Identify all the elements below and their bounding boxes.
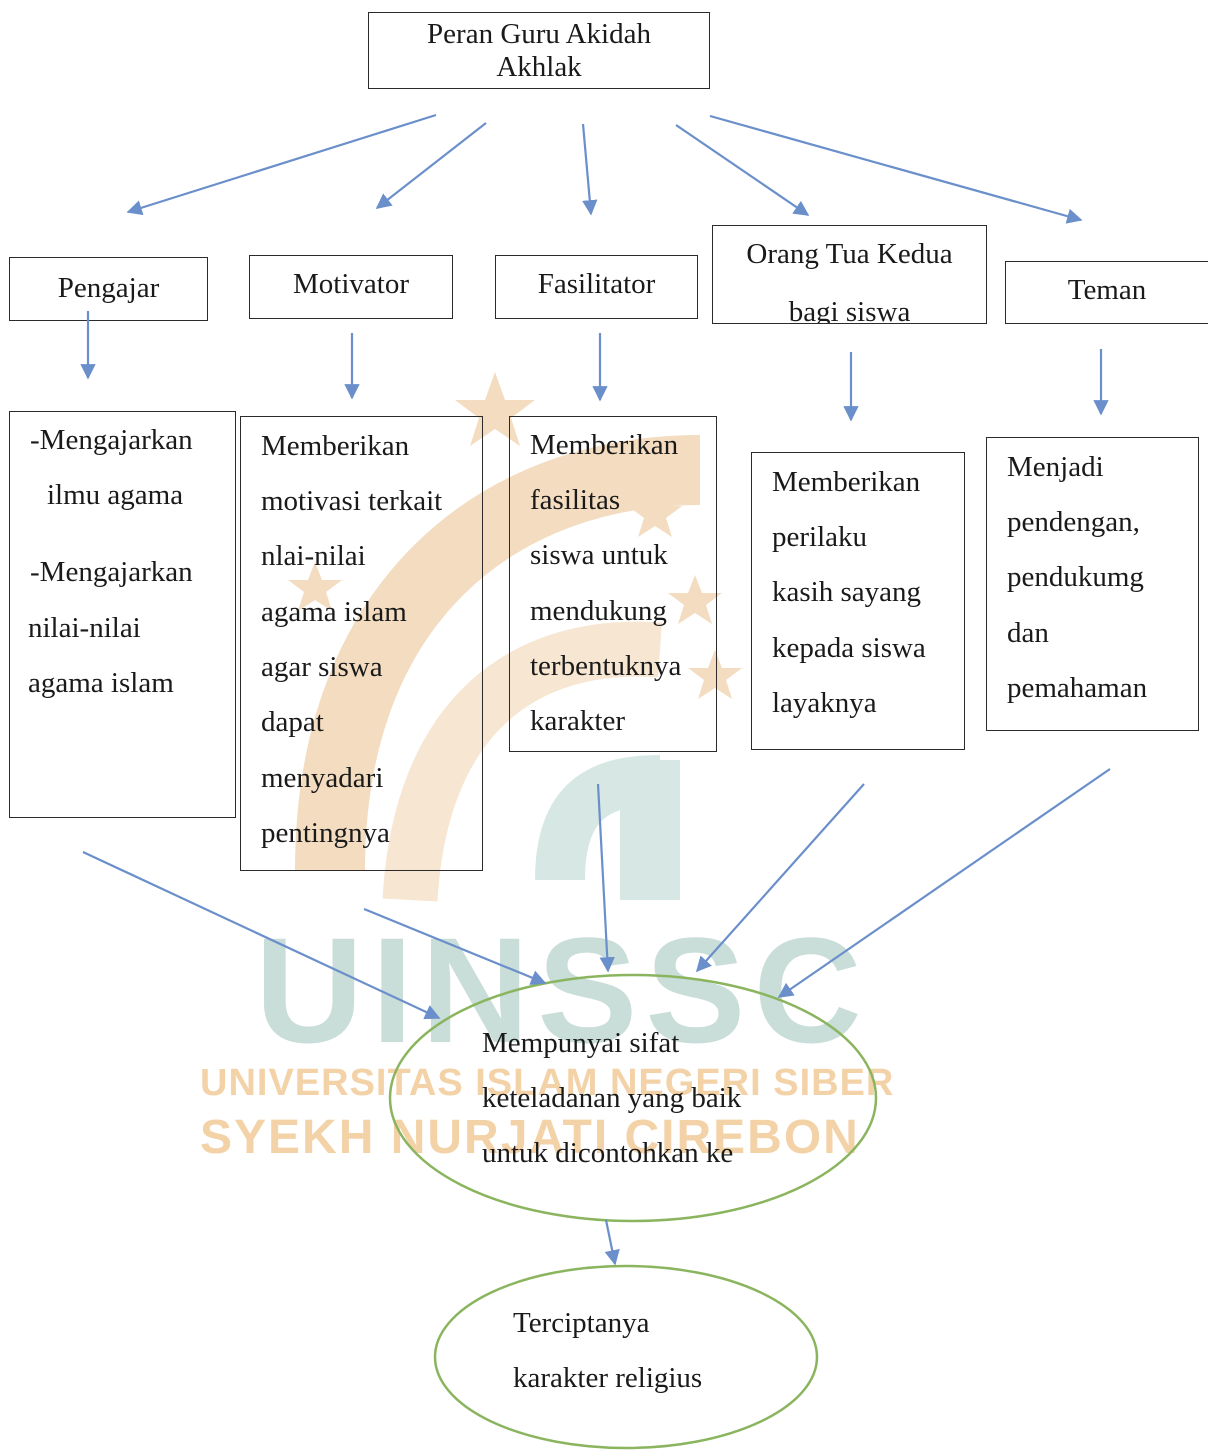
arrow-pengajar-to-outcome <box>82 851 441 1020</box>
result-ellipse <box>433 1264 819 1450</box>
role-box-fasilitator: Fasilitator <box>495 255 698 319</box>
detail-box-pengajar <box>9 411 236 818</box>
detail-line: ilmu agama <box>47 479 184 511</box>
detail-line: motivasi terkait <box>261 485 443 517</box>
role-box-pengajar: Pengajar <box>9 257 208 321</box>
detail-box-motivator <box>240 416 483 871</box>
role-label: Fasilitator <box>537 268 656 300</box>
role-box-motivator: Motivator <box>249 255 453 319</box>
arrow-root-to-pengajar <box>126 113 437 216</box>
result-line: karakter religius <box>513 1362 703 1394</box>
root-title-line-2: Akhlak <box>496 51 582 83</box>
arrow-root-to-fasilitator <box>581 123 598 216</box>
detail-line: Menjadi <box>1007 451 1104 483</box>
detail-line: menyadari <box>261 762 384 794</box>
detail-line: Memberikan <box>261 430 410 462</box>
detail-box-orang-tua <box>751 452 965 750</box>
detail-line: mendukung <box>530 595 667 627</box>
detail-line: layaknya <box>772 687 877 719</box>
detail-line: Memberikan <box>772 466 921 498</box>
arrow-outcome-to-result <box>604 1219 620 1266</box>
outcome-line: untuk dicontohkan ke <box>482 1137 734 1169</box>
detail-line: nlai-nilai <box>261 540 366 572</box>
watermark-line-2: SYEKH NURJATI CIREBON <box>200 1111 860 1164</box>
outcome-line: keteladanan yang baik <box>482 1082 742 1114</box>
detail-line: fasilitas <box>530 484 621 516</box>
detail-line: dan <box>1007 617 1049 649</box>
detail-line: pentingnya <box>261 817 390 849</box>
detail-line: agama islam <box>28 667 174 699</box>
detail-line: nilai-nilai <box>28 612 141 644</box>
result-line: Terciptanya <box>513 1307 650 1339</box>
role-label: Motivator <box>293 268 409 300</box>
watermark-line-1: UNIVERSITAS ISLAM NEGERI SIBER <box>200 1062 895 1104</box>
watermark-logo-icon <box>288 372 742 902</box>
role-box-teman: Teman <box>1005 261 1208 324</box>
arrow-fasilitator-to-outcome <box>596 783 615 973</box>
detail-line: kasih sayang <box>772 576 921 608</box>
root-box: Peran Guru Akidah Akhlak <box>368 12 710 89</box>
detail-line: pemahaman <box>1007 672 1148 704</box>
detail-line: perilaku <box>772 521 868 553</box>
outcome-ellipse <box>388 973 878 1223</box>
detail-line: karakter <box>530 705 625 737</box>
detail-line: -Mengajarkan <box>30 556 193 588</box>
role-box-orang-tua: Orang Tua Kedua bagi siswa <box>712 225 987 324</box>
arrow-teman-to-outcome <box>777 768 1111 998</box>
role-label: Teman <box>1067 274 1147 306</box>
role-label: Orang Tua Kedua <box>746 238 953 270</box>
arrow-motivator-to-outcome <box>363 907 547 985</box>
root-title-line-1: Peran Guru Akidah <box>427 18 651 50</box>
detail-box-fasilitator <box>509 416 717 752</box>
arrow-orang-tua-to-outcome <box>695 783 865 973</box>
outcome-line: Mempunyai sifat <box>482 1027 680 1059</box>
detail-line: siswa untuk <box>530 539 668 571</box>
detail-line: Memberikan <box>530 429 679 461</box>
role-label: Pengajar <box>57 272 160 304</box>
detail-box-teman <box>986 437 1199 731</box>
detail-line: pendengan, <box>1007 506 1140 538</box>
detail-line: kepada siswa <box>772 632 926 664</box>
detail-line: agar siswa <box>261 651 383 683</box>
detail-line: terbentuknya <box>530 650 682 682</box>
arrow-root-to-teman <box>709 114 1083 224</box>
detail-line: agama islam <box>261 596 407 628</box>
detail-line: pendukumg <box>1007 561 1144 593</box>
arrow-root-to-motivator <box>375 122 487 209</box>
role-label-2: bagi siswa <box>788 296 911 324</box>
detail-line: -Mengajarkan <box>30 424 193 456</box>
detail-line: dapat <box>261 706 324 738</box>
arrow-root-to-orang-tua <box>675 124 810 216</box>
watermark-logo-text: UINSSC <box>255 906 870 1074</box>
